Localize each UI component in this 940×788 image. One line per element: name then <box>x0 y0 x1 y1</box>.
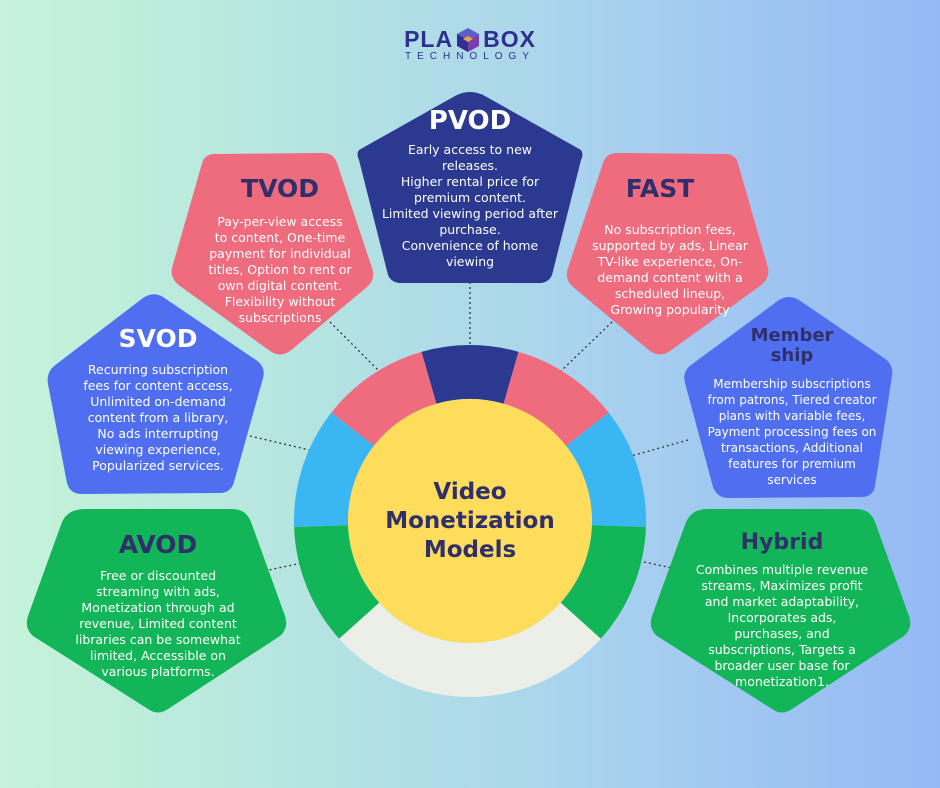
membership-line: from patrons, Tiered creator <box>707 393 877 407</box>
fast-line: Growing popularity <box>610 302 730 317</box>
hybrid-line: purchases, and <box>734 626 830 641</box>
tvod-line: to content, One-time <box>214 230 346 245</box>
tvod-title: TVOD <box>241 174 319 203</box>
membership-title-line: Member <box>750 325 834 346</box>
fast-line: demand content with a <box>597 270 743 285</box>
connector-tvod <box>329 321 381 373</box>
hybrid-line: Incorporates ads, <box>727 610 837 625</box>
center-title: Video Monetization Models <box>372 478 568 565</box>
avod-line: limited, Accessible on <box>90 648 226 663</box>
logo-text-left: PLA <box>404 26 454 52</box>
ring-segment-membership <box>566 412 646 528</box>
center-title-line: Video <box>433 479 507 505</box>
hybrid-line: Combines multiple revenue <box>695 562 869 577</box>
tvod-line: payment for individual <box>209 246 351 261</box>
tvod-shape <box>171 153 374 355</box>
ring <box>294 345 646 697</box>
membership-description: Membership subscriptions from patrons, T… <box>694 376 890 488</box>
pvod-line: Limited viewing period after <box>381 206 559 221</box>
fast-description: No subscription fees, supported by ads, … <box>572 222 768 318</box>
avod-shape <box>26 509 287 713</box>
pvod-description: Early access to new releases. Higher ren… <box>378 142 562 270</box>
pvod-line: purchase. <box>439 222 501 237</box>
connector-membership <box>623 439 689 459</box>
svod-line: Unlimited on-demand <box>90 394 226 409</box>
tvod-line: titles, Option to rent or <box>208 262 352 277</box>
pvod-line: releases. <box>441 158 499 173</box>
hybrid-line: monetization1. <box>735 674 829 689</box>
hybrid-line: streams, Maximizes profit <box>701 578 863 593</box>
membership-title: Member ship <box>712 326 872 366</box>
pvod-line: Early access to new <box>408 142 532 157</box>
svod-line: Recurring subscription <box>87 362 229 377</box>
tvod-line: Flexibility without <box>224 294 336 309</box>
hybrid-title: Hybrid <box>740 530 824 555</box>
hybrid-line: broader user base for <box>714 658 850 673</box>
membership-line: Membership subscriptions <box>713 377 871 391</box>
connector-svod <box>249 435 319 453</box>
membership-line: Payment processing fees on <box>707 425 877 439</box>
membership-line: plans with variable fees, <box>718 409 866 423</box>
svod-shape <box>47 294 264 494</box>
cube-logo-icon <box>457 27 480 52</box>
membership-line: transactions, Additional <box>721 441 863 455</box>
avod-line: Monetization through ad <box>81 600 235 615</box>
fast-line: TV-like experience, On- <box>597 254 743 269</box>
ring-segment-hybrid <box>560 525 646 639</box>
ring-segment-fast <box>503 351 609 446</box>
center-title-line: Monetization <box>385 508 555 534</box>
avod-line: libraries can be somewhat <box>75 632 241 647</box>
tvod-line: subscriptions <box>238 310 322 325</box>
pvod-line: viewing <box>445 254 495 269</box>
pvod-title: PVOD <box>428 106 512 136</box>
logo-wordmark: PLA BOX <box>380 26 560 53</box>
pvod-line: Convenience of home <box>401 238 539 253</box>
ring-segment-pvod <box>421 345 519 404</box>
svod-line: No ads interrupting <box>97 426 219 441</box>
fast-line: scheduled lineup, <box>614 286 726 301</box>
membership-line: services <box>767 473 817 487</box>
ring-segment-avod <box>294 525 380 639</box>
avod-line: streaming with ads, <box>96 584 220 599</box>
pvod-line: premium content. <box>413 190 527 205</box>
avod-title: AVOD <box>118 530 198 559</box>
hybrid-description: Combines multiple revenue streams, Maxim… <box>678 562 886 690</box>
hybrid-line: subscriptions, Targets a <box>708 642 856 657</box>
membership-title-line: ship <box>770 345 814 366</box>
fast-line: supported by ads, Linear <box>592 238 748 253</box>
tvod-line: own digital content. <box>217 278 343 293</box>
fast-line: No subscription fees, <box>604 222 736 237</box>
ring-segment-bottom <box>339 602 601 697</box>
ring-segment-svod <box>294 412 374 528</box>
avod-line: various platforms. <box>101 664 215 679</box>
avod-description: Free or discounted streaming with ads, M… <box>58 568 258 680</box>
svod-description: Recurring subscription fees for content … <box>64 362 252 474</box>
svod-line: viewing experience, <box>95 442 221 457</box>
membership-line: features for premium <box>728 457 856 471</box>
fast-title: FAST <box>625 174 695 203</box>
avod-line: Free or discounted <box>99 568 217 583</box>
svod-title: SVOD <box>118 324 198 353</box>
pvod-shape <box>357 92 583 283</box>
logo-subtitle: TECHNOLOGY <box>404 51 535 62</box>
logo-text-right: BOX <box>483 26 536 52</box>
fast-shape <box>566 153 769 355</box>
logo: PLA BOX TECHNOLOGY <box>380 26 560 62</box>
tvod-line: Pay-per-view access <box>217 214 343 229</box>
pvod-line: Higher rental price for <box>400 174 540 189</box>
svod-line: content from a library, <box>87 410 229 425</box>
svod-line: Popularized services. <box>92 458 224 473</box>
hybrid-line: and market adaptability, <box>704 594 860 609</box>
center-title-line: Models <box>423 537 517 563</box>
connector-fast <box>559 321 613 373</box>
hybrid-shape <box>650 509 911 713</box>
avod-line: revenue, Limited content <box>79 616 237 631</box>
tvod-description: Pay-per-view access to content, One-time… <box>190 214 370 326</box>
membership-shape <box>684 297 893 498</box>
center-circle <box>348 399 592 643</box>
ring-segment-tvod <box>331 351 437 446</box>
svod-line: fees for content access, <box>83 378 233 393</box>
